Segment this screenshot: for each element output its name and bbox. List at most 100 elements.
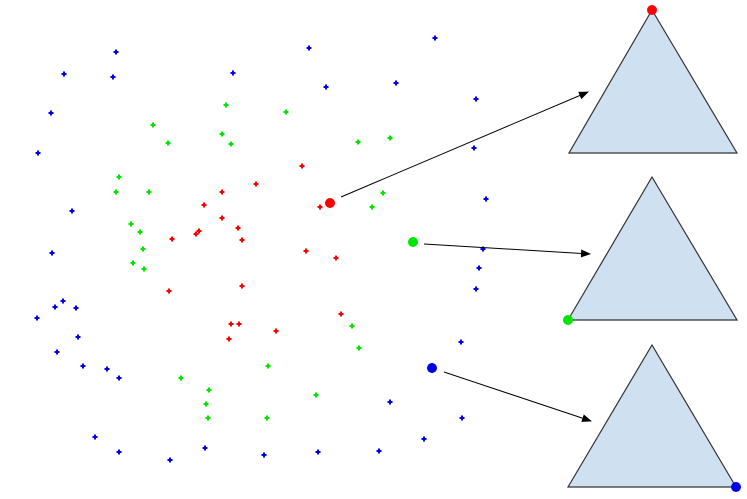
red-point [166,288,172,294]
blue-point [69,208,75,214]
red-point [169,236,175,242]
triangles [563,5,741,492]
blue-point [483,196,489,202]
red-point [226,336,232,342]
blue-point [52,304,58,310]
blue-point [261,452,267,458]
blue-point [421,436,427,442]
green-point [264,415,270,421]
green-point [150,122,156,128]
green-point [223,102,229,108]
green-point [265,363,271,369]
blue-selected-point [427,363,437,373]
blue-vertex-marker [731,482,741,492]
red-point [228,321,234,327]
blue-point [306,45,312,51]
green-point [140,246,146,252]
blue-point [315,449,321,455]
red-point [303,248,309,254]
blue-point [459,415,465,421]
scatter-points [34,35,489,463]
green-point [206,387,212,393]
blue-point [73,305,79,311]
green-selected-point [408,237,418,247]
blue-triangle [566,343,738,488]
green-arrow [423,243,591,258]
blue-point [116,449,122,455]
green-point [141,266,147,272]
blue-point [49,250,55,256]
green-point [356,345,362,351]
green-point [387,135,393,141]
blue-point [75,334,81,340]
red-point [333,255,339,261]
blue-point [60,298,66,304]
green-point [380,190,386,196]
green-point [349,323,355,329]
red-point [235,225,241,231]
blue-point [92,434,98,440]
blue-point [476,265,482,271]
blue-point [376,448,382,454]
red-point [219,189,225,195]
red-point [273,328,279,334]
green-point [137,229,143,235]
green-point [219,131,225,137]
red-point [196,228,202,234]
green-point [313,392,319,398]
green-point [369,204,375,210]
green-point [178,375,184,381]
red-arrow [340,91,589,198]
blue-point [387,399,393,405]
blue-point [393,80,399,86]
green-point [203,401,209,407]
green-point [113,189,119,195]
green-point [116,174,122,180]
red-selected-point [325,198,335,208]
blue-point [323,84,329,90]
green-point [128,221,134,227]
blue-point [34,315,40,321]
red-triangle [567,8,739,154]
red-point [299,163,305,169]
blue-point [432,35,438,41]
blue-point [473,96,479,102]
blue-point [230,70,236,76]
red-point [219,215,225,221]
red-point [253,181,259,187]
blue-point [458,339,464,345]
blue-point [48,110,54,116]
blue-point [167,457,173,463]
green-point [228,141,234,147]
blue-point [116,375,122,381]
green-point [130,260,136,266]
blue-point [471,145,477,151]
green-point [355,139,361,145]
red-point [317,204,323,210]
red-point [338,311,344,317]
blue-point [473,286,479,292]
blue-point [61,71,67,77]
green-triangle [566,175,739,321]
blue-point [113,49,119,55]
blue-point [54,349,60,355]
blue-point [35,150,41,156]
red-point [239,237,245,243]
blue-arrow [443,371,592,422]
red-point [193,231,199,237]
blue-point [202,445,208,451]
blue-point [80,363,86,369]
red-point [201,202,207,208]
red-point [236,321,242,327]
selected-points [325,198,437,373]
red-vertex-marker [647,5,657,15]
green-point [146,189,152,195]
green-point [283,109,289,115]
arrows [340,91,592,422]
blue-point [104,366,110,372]
red-point [239,283,245,289]
blue-point [110,74,116,80]
green-point [165,140,171,146]
